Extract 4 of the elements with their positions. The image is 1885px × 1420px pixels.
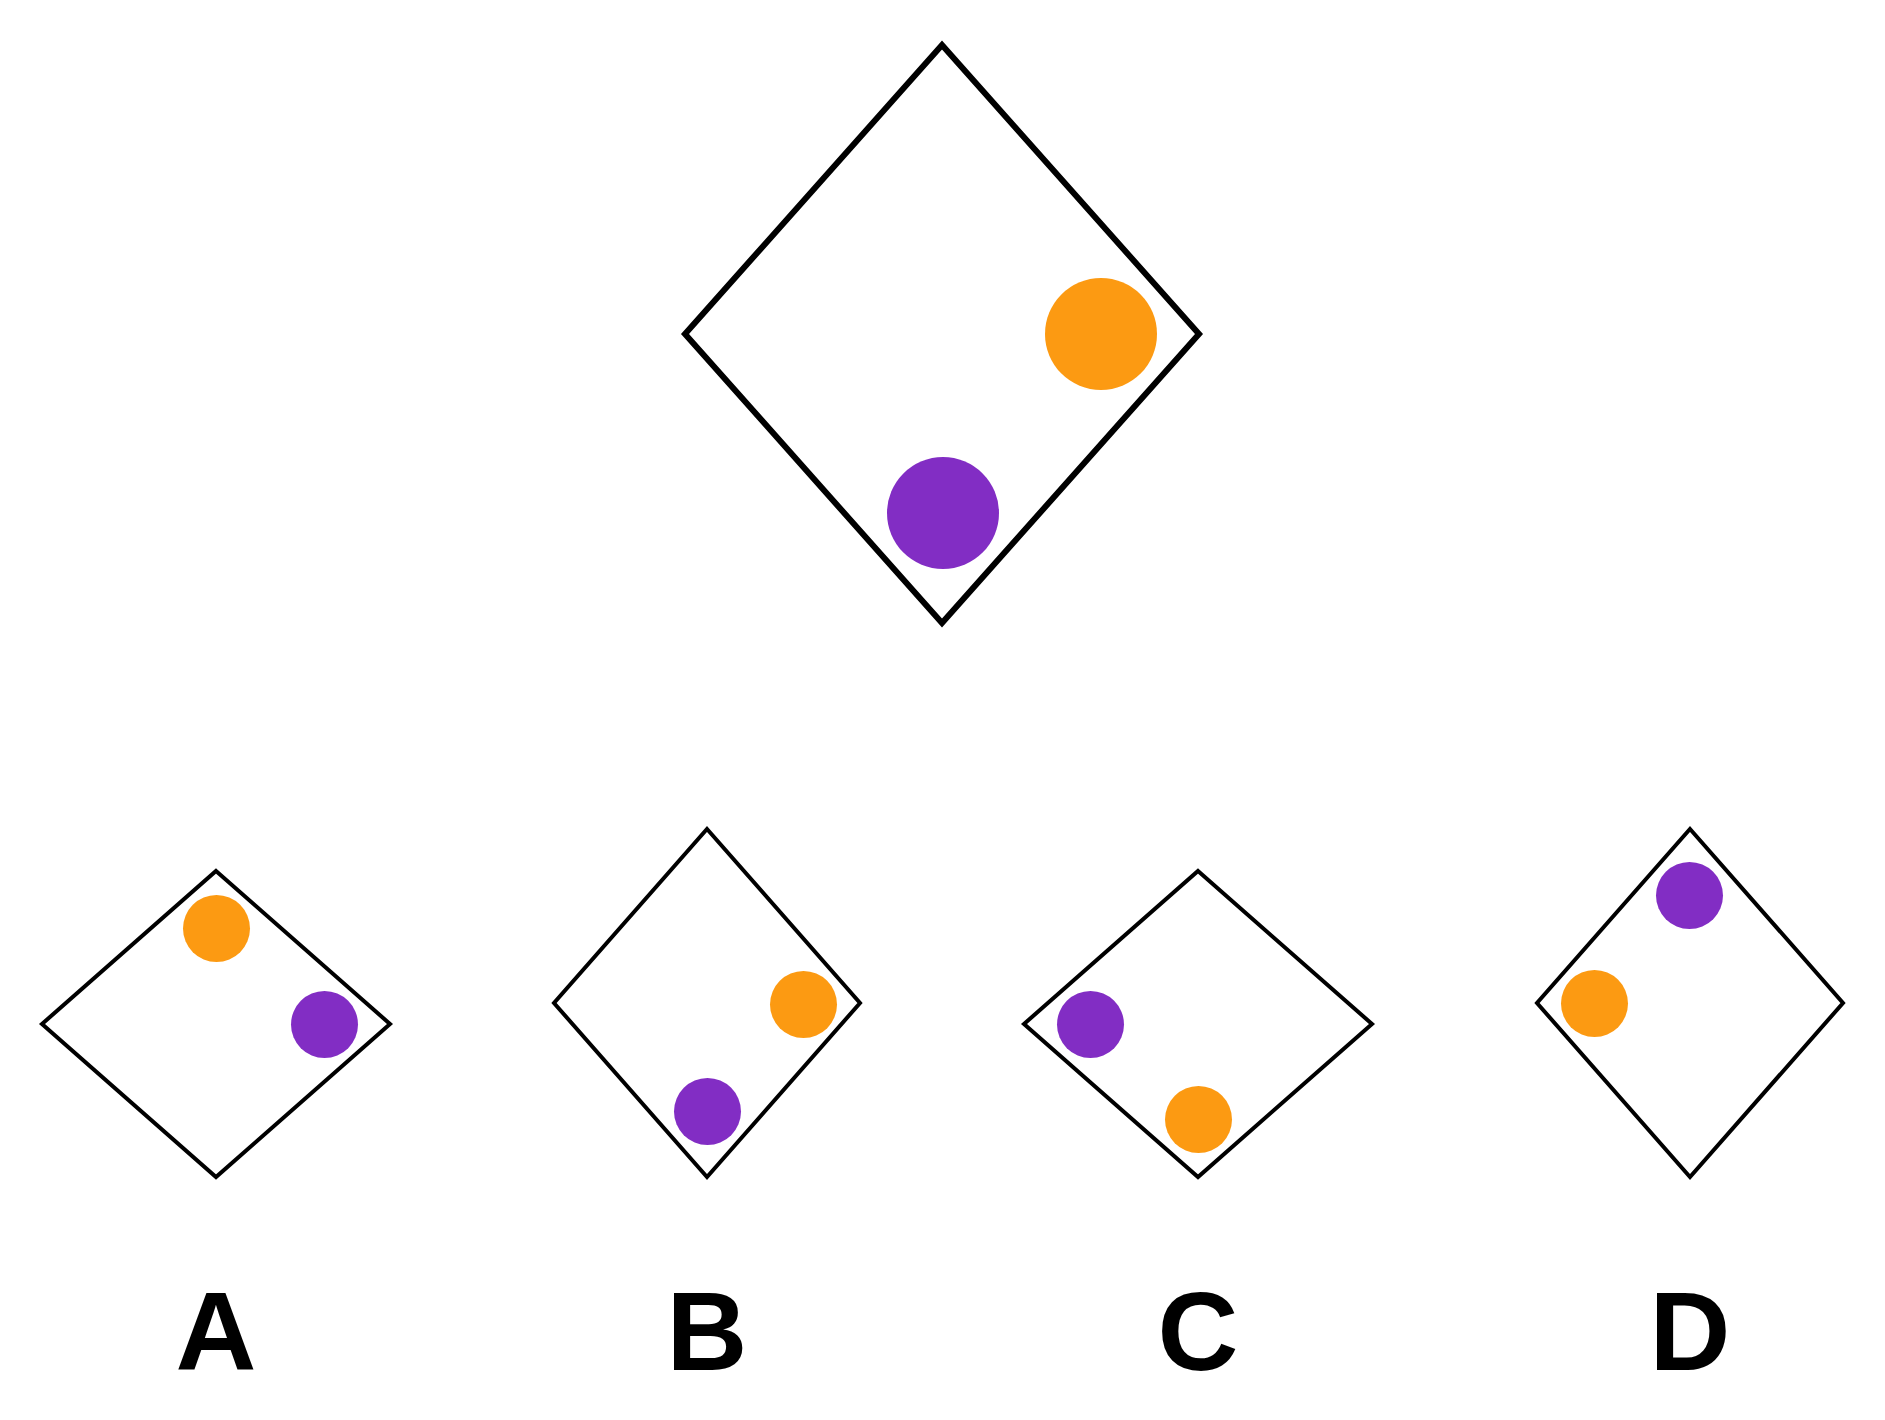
option-letter: B bbox=[665, 1276, 749, 1388]
option-letter: D bbox=[1648, 1276, 1732, 1388]
option-letter: C bbox=[1156, 1276, 1240, 1388]
option-letter: A bbox=[174, 1276, 258, 1388]
